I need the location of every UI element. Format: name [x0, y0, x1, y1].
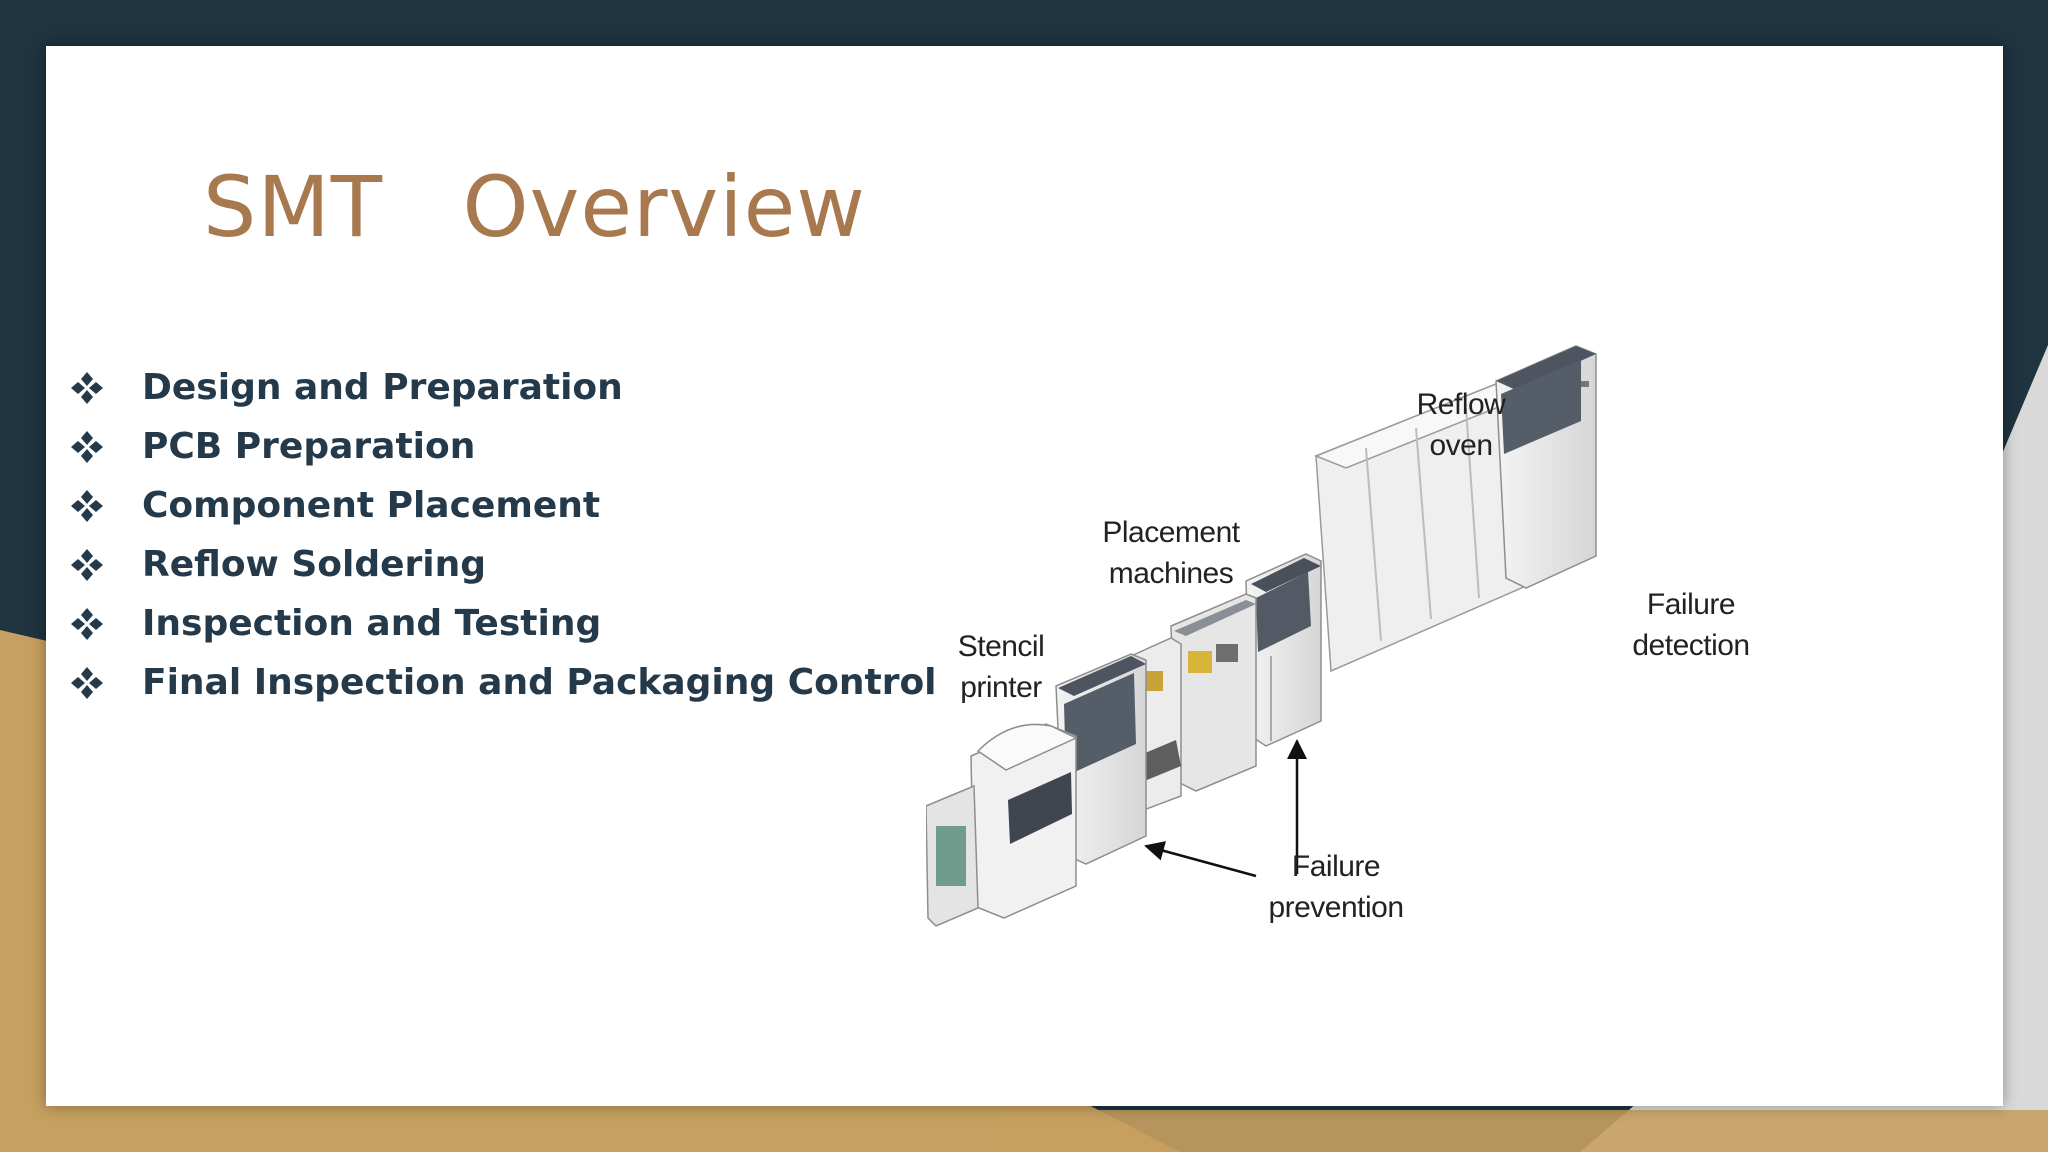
bullet-item: Design and Preparation [70, 358, 937, 417]
bullet-item: Component Placement [70, 476, 937, 535]
label-failure-prevention: Failure prevention [1268, 850, 1404, 924]
four-diamond-icon [71, 430, 103, 463]
bullet-text: Reflow Soldering [142, 544, 487, 585]
four-diamond-icon [71, 489, 103, 522]
four-diamond-icon [71, 548, 103, 581]
smt-line-figure: Stencil printer Placement machines Reflo… [926, 326, 2003, 966]
reflow-oven-machine [1313, 374, 1549, 673]
bullet-text: PCB Preparation [142, 426, 476, 467]
smt-line-illustration [926, 345, 1597, 927]
label-placement-machines: Placement machines [1102, 516, 1240, 590]
placement-machine-2 [1245, 553, 1322, 747]
four-diamond-icon [71, 371, 103, 404]
label-failure-detection: Failure detection [1632, 588, 1750, 662]
stencil-printer-machine [926, 723, 1078, 927]
slide-card: SMT Overview Design and Preparation PCB … [46, 46, 2003, 1106]
bullet-list: Design and Preparation PCB Preparation C… [70, 358, 937, 712]
bullet-text: Final Inspection and Packaging Control [142, 662, 937, 703]
bullet-text: Inspection and Testing [142, 603, 602, 644]
bullet-item: Inspection and Testing [70, 594, 937, 653]
arrow-failure-prevention-left [1144, 841, 1257, 878]
bullet-item: PCB Preparation [70, 417, 937, 476]
inspection-machine [1495, 345, 1597, 589]
bullet-text: Component Placement [142, 485, 601, 526]
bullet-item: Reflow Soldering [70, 535, 937, 594]
slide-title: SMT Overview [203, 158, 866, 256]
four-diamond-icon [71, 607, 103, 640]
label-stencil-printer: Stencil printer [957, 630, 1045, 704]
placement-machine-1 [1130, 593, 1257, 812]
four-diamond-icon [71, 666, 103, 699]
label-reflow-oven: Reflow oven [1416, 388, 1506, 462]
bullet-item: Final Inspection and Packaging Control [70, 653, 937, 712]
placement-module-front [1055, 653, 1147, 865]
bullet-text: Design and Preparation [142, 367, 623, 408]
